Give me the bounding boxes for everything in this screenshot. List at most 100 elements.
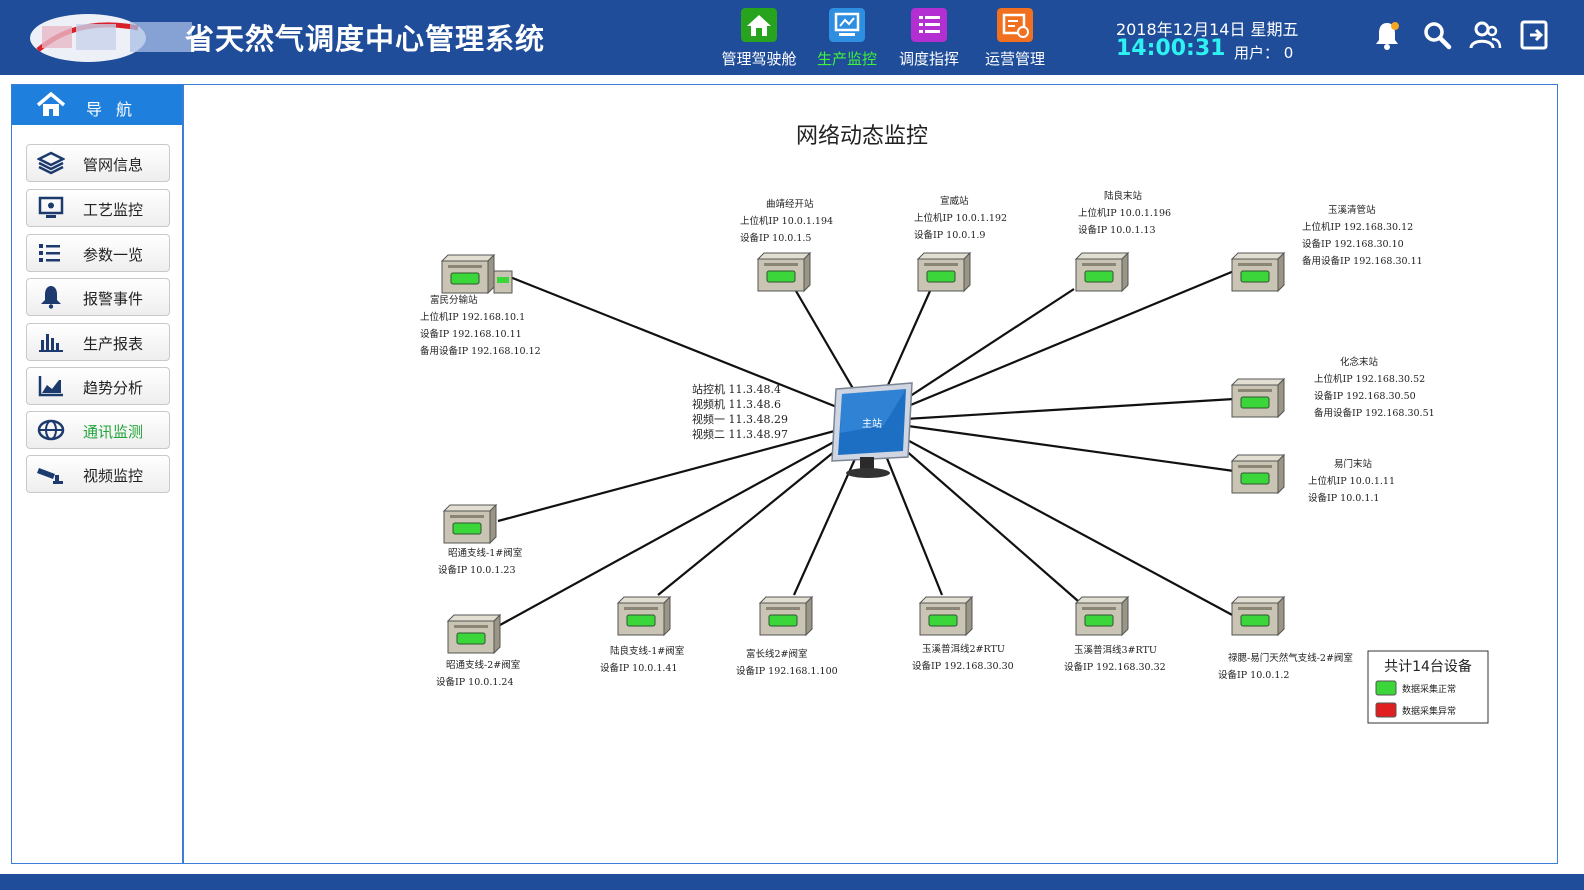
module-operations[interactable]: 运营管理 <box>970 6 1060 72</box>
top-header: 省天然气调度中心管理系统 管理驾驶舱 生产监控 <box>0 0 1584 75</box>
module-cockpit[interactable]: 管理驾驶舱 <box>714 6 804 72</box>
station-name: 昭通支线-2#阀室 <box>446 659 520 671</box>
sidebar-item-pipeline-info[interactable]: 管网信息 <box>26 144 170 182</box>
users-icon[interactable] <box>1468 18 1502 52</box>
station-name: 玉溪普洱线3#RTU <box>1074 644 1157 656</box>
device-body <box>918 596 974 604</box>
station-ip-line: 设备IP 10.0.1.2 <box>1218 669 1289 681</box>
sidebar-item-label: 工艺监控 <box>83 201 144 219</box>
network-link <box>509 275 873 423</box>
status-indicator <box>766 270 796 283</box>
station-device[interactable] <box>756 251 812 293</box>
main-station-info-line: 视频机 11.3.48.6 <box>692 397 781 411</box>
legend-box: 共计14台设备 数据采集正常 数据采集异常 <box>1367 650 1489 724</box>
module-dispatch[interactable]: 调度指挥 <box>884 6 974 72</box>
sidebar-item-label: 视频监控 <box>83 467 144 485</box>
network-diagram: 网络动态监控 主站 站控机 11.3.48.4 视频机 11.3.48.6 视频… <box>420 124 1489 724</box>
sidebar-item-trend-analysis[interactable]: 趋势分析 <box>26 367 170 405</box>
device-body <box>450 515 484 518</box>
sidebar-item-alarm-events[interactable]: 报警事件 <box>26 278 170 316</box>
device-body <box>624 607 658 610</box>
device-body <box>663 595 671 637</box>
station-ip-line: 设备IP 192.168.30.32 <box>1064 661 1166 673</box>
station-device[interactable] <box>1074 595 1130 637</box>
station-ip-line: 备用设备IP 192.168.30.51 <box>1314 407 1435 419</box>
search-icon[interactable] <box>1420 18 1454 52</box>
station-ip-line: 设备IP 192.168.30.50 <box>1314 390 1416 402</box>
station-ip-line: 设备IP 192.168.1.100 <box>736 665 838 677</box>
device-body <box>1277 251 1285 293</box>
nav-header: 导航 <box>12 85 182 125</box>
station-device[interactable] <box>616 595 672 637</box>
station-name: 陆良末站 <box>1104 190 1143 202</box>
footer-bar <box>0 874 1584 890</box>
network-link <box>871 269 1235 423</box>
logout-icon[interactable] <box>1518 18 1552 52</box>
sidebar-item-process-monitor[interactable]: 工艺监控 <box>26 189 170 227</box>
station-name: 玉溪普洱线2#RTU <box>922 643 1005 655</box>
main-station-info: 站控机 11.3.48.4 视频机 11.3.48.6 视频一 11.3.48.… <box>692 382 788 441</box>
user-count: 用户： 0 <box>1234 44 1294 62</box>
status-indicator <box>1240 396 1270 409</box>
diagram-title: 网络动态监控 <box>796 124 928 149</box>
sidebar-item-production-report[interactable]: 生产报表 <box>26 323 170 361</box>
station-device[interactable] <box>1230 251 1286 293</box>
network-link <box>871 397 1235 423</box>
main-station[interactable]: 主站 <box>831 382 913 478</box>
station-name: 富民分输站 <box>430 294 478 306</box>
station-device[interactable] <box>442 503 498 545</box>
sidebar-item-parameters[interactable]: 参数一览 <box>26 234 170 272</box>
station-device[interactable] <box>918 595 974 637</box>
station-device[interactable] <box>1230 453 1286 495</box>
device-body <box>1238 389 1272 392</box>
station-ip-line: 上位机IP 192.168.30.52 <box>1314 373 1425 385</box>
device-body <box>616 596 672 604</box>
station-device[interactable] <box>446 613 502 655</box>
main-station-info-line: 视频二 11.3.48.97 <box>692 427 788 441</box>
module-production-monitor[interactable]: 生产监控 <box>802 6 892 72</box>
station-name: 曲靖经开站 <box>766 198 814 210</box>
station-device[interactable] <box>440 253 513 295</box>
bell-icon[interactable] <box>1370 18 1404 52</box>
device-body <box>1121 251 1129 293</box>
sidebar-item-comm-monitor[interactable]: 通讯监测 <box>26 411 170 449</box>
status-indicator <box>1084 614 1114 627</box>
device-body <box>1238 465 1272 468</box>
network-monitor-panel: 网络动态监控 主站 站控机 11.3.48.4 视频机 11.3.48.6 视频… <box>182 84 1558 864</box>
station-device[interactable] <box>1074 251 1130 293</box>
station-name: 宣威站 <box>940 195 969 207</box>
station-name: 陆良支线-1#阀室 <box>610 645 684 657</box>
sidebar-nav: 导航 管网信息 工艺监控 参数一览 <box>11 84 183 864</box>
status-indicator <box>768 614 798 627</box>
sidebar-item-label: 报警事件 <box>83 290 144 308</box>
device-body <box>1277 377 1285 419</box>
layers-icon <box>37 151 65 175</box>
network-link <box>871 420 1237 618</box>
station-ip-line: 备用设备IP 192.168.30.11 <box>1302 255 1423 267</box>
current-date: 2018年12月14日 星期五 <box>1116 20 1299 39</box>
station-device[interactable] <box>1230 377 1286 419</box>
management-icon <box>997 8 1033 42</box>
station-device[interactable] <box>758 595 814 637</box>
main-station-label: 主站 <box>862 417 882 430</box>
status-indicator <box>928 614 958 627</box>
legend-title: 共计14台设备 <box>1384 658 1472 675</box>
status-indicator <box>452 522 482 535</box>
station-name: 易门末站 <box>1334 458 1373 470</box>
sidebar-item-label: 生产报表 <box>83 335 144 353</box>
station-ip-line: 设备IP 192.168.30.30 <box>912 660 1014 672</box>
device-body <box>766 607 800 610</box>
device-body <box>1230 378 1286 386</box>
status-indicator <box>456 632 486 645</box>
module-label: 管理驾驶舱 <box>721 50 797 68</box>
status-indicator <box>497 277 509 283</box>
sidebar-item-video-monitor[interactable]: 视频监控 <box>26 455 170 493</box>
station-device[interactable] <box>916 251 972 293</box>
station-name: 昭通支线-1#阀室 <box>448 547 522 559</box>
device-body <box>1121 595 1129 637</box>
station-name: 化念末站 <box>1340 356 1379 368</box>
list-icon <box>911 8 947 42</box>
station-device[interactable] <box>1230 595 1286 637</box>
